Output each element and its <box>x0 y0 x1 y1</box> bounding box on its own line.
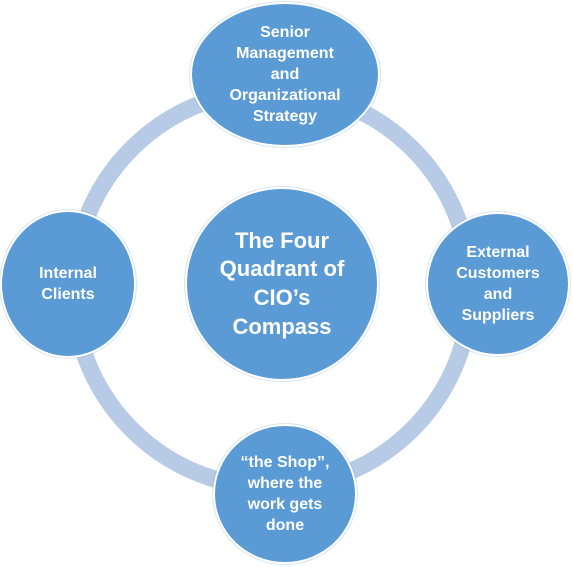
center-node-label: The Four Quadrant of CIO’s Compass <box>219 227 345 339</box>
node-external-customers: External Customers and Suppliers <box>426 212 570 356</box>
node-senior-management: Senior Management and Organizational Str… <box>190 2 380 147</box>
node-the-shop-label: “the Shop”, where the work gets done <box>240 453 330 535</box>
node-senior-management-label: Senior Management and Organizational Str… <box>229 23 341 126</box>
node-internal-clients-label: Internal Clients <box>39 264 97 303</box>
node-the-shop: “the Shop”, where the work gets done <box>213 424 357 564</box>
center-node: The Four Quadrant of CIO’s Compass <box>185 187 379 381</box>
node-internal-clients: Internal Clients <box>0 210 136 358</box>
node-external-customers-label: External Customers and Suppliers <box>456 243 540 325</box>
